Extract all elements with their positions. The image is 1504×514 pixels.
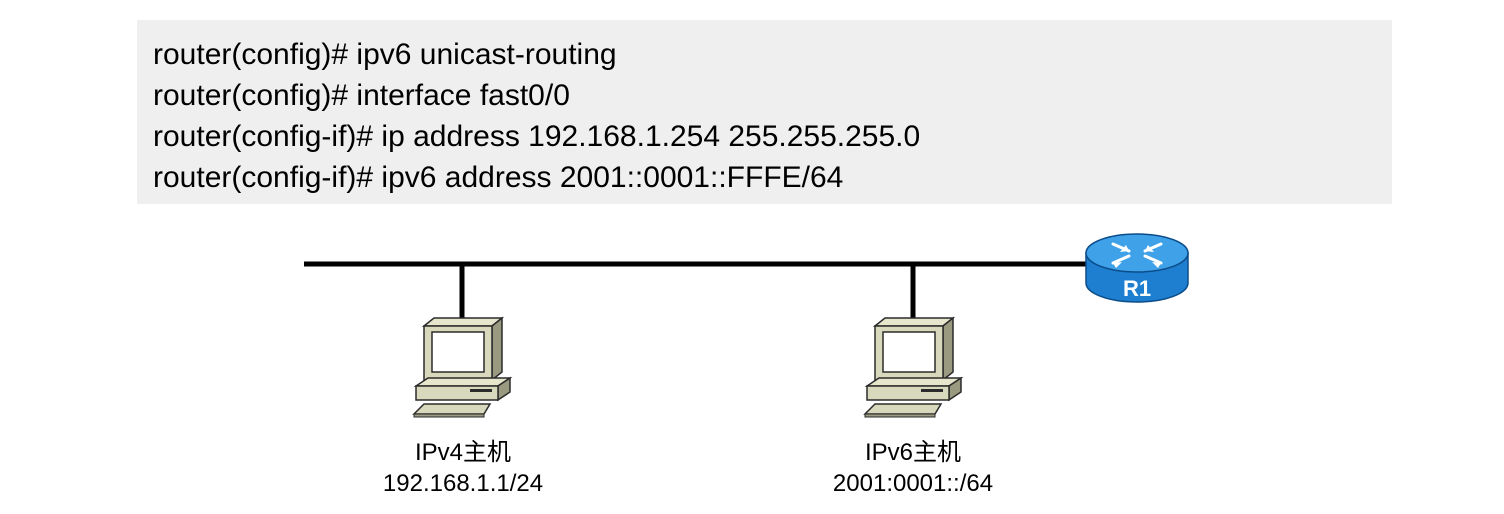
ipv6-host-address: 2001:0001::/64: [832, 470, 994, 497]
cli-config-block: router(config)# ipv6 unicast-routing rou…: [137, 20, 1392, 204]
ipv4-host-label: IPv4主机 192.168.1.1/24: [313, 437, 613, 499]
ipv4-host-address: 192.168.1.1/24: [382, 470, 544, 497]
ipv4-host-name: IPv4主机: [414, 439, 512, 466]
cli-line: router(config)# ipv6 unicast-routing: [153, 38, 617, 71]
cli-line: router(config-if)# ip address 192.168.1.…: [153, 120, 921, 153]
cli-line: router(config)# interface fast0/0: [153, 79, 570, 112]
router-r1: R1: [1085, 233, 1189, 303]
router-label: R1: [1123, 276, 1151, 301]
cli-line: router(config-if)# ipv6 address 2001::00…: [153, 161, 844, 194]
ipv6-host-name: IPv6主机: [864, 439, 962, 466]
ipv6-host-computer-icon: [864, 317, 962, 418]
ipv4-host-computer-icon: [413, 317, 511, 418]
ipv6-host-label: IPv6主机 2001:0001::/64: [763, 437, 1063, 499]
